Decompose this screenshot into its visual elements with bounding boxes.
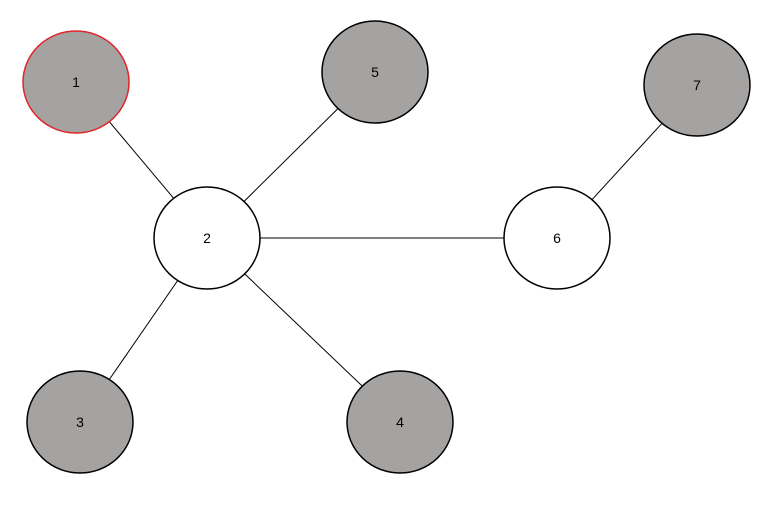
node-4-circle [346, 370, 454, 474]
node-5: 5 [321, 20, 429, 124]
node-1-label: 1 [72, 74, 80, 90]
edge-2-4 [244, 273, 363, 387]
edge-1-2 [108, 121, 175, 199]
node-1-circle [22, 30, 130, 134]
node-1: 1 [22, 30, 130, 134]
nodes: 1 2 3 4 5 6 7 [22, 20, 751, 474]
node-2: 2 [153, 186, 261, 290]
edges [108, 108, 663, 387]
node-3-circle [26, 370, 134, 474]
node-3-label: 3 [76, 414, 84, 430]
node-6-circle [503, 186, 611, 290]
node-4-label: 4 [396, 414, 404, 430]
node-3: 3 [26, 370, 134, 474]
node-7-label: 7 [693, 77, 701, 93]
node-2-circle [153, 186, 261, 290]
edge-2-5 [243, 108, 339, 202]
node-2-label: 2 [203, 230, 211, 246]
node-7: 7 [643, 33, 751, 137]
node-5-label: 5 [371, 64, 379, 80]
node-4: 4 [346, 370, 454, 474]
node-6-label: 6 [553, 230, 561, 246]
node-7-circle [643, 33, 751, 137]
node-6: 6 [503, 186, 611, 290]
edge-2-3 [108, 280, 179, 380]
edge-6-7 [591, 122, 663, 201]
node-5-circle [321, 20, 429, 124]
